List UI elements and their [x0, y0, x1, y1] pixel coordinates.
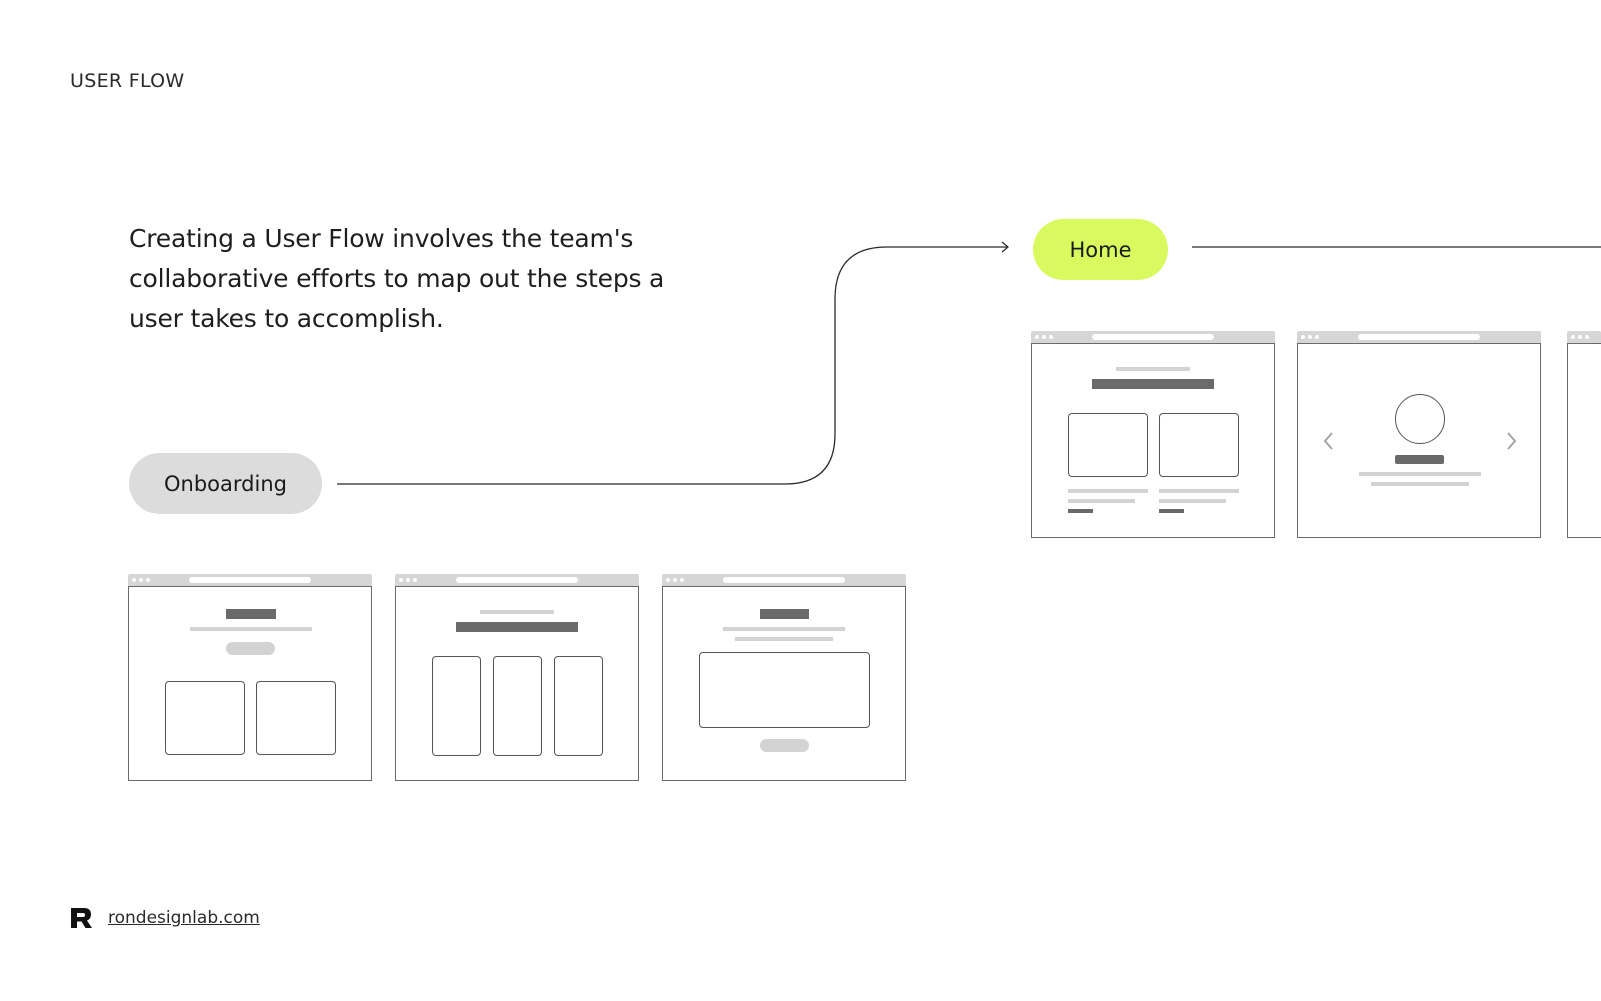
wireframe-home-1 [1031, 331, 1275, 538]
placeholder-text-line [1068, 509, 1093, 513]
address-bar [456, 577, 578, 583]
browser-chrome [128, 574, 372, 586]
placeholder-text-line [480, 610, 554, 614]
window-dot-icon [1049, 335, 1053, 339]
footer: rondesignlab.com [70, 907, 260, 929]
website-link[interactable]: rondesignlab.com [108, 908, 260, 928]
placeholder-heading [456, 622, 578, 632]
window-dot-icon [406, 578, 410, 582]
placeholder-text-line [190, 627, 312, 631]
placeholder-text-line [1159, 489, 1239, 493]
placeholder-text-line [1159, 499, 1226, 503]
placeholder-avatar [1395, 394, 1445, 444]
address-bar [1092, 334, 1214, 340]
placeholder-card [1159, 413, 1239, 477]
flow-step-home[interactable]: Home [1033, 219, 1168, 280]
placeholder-heading [1395, 455, 1444, 464]
window-dot-icon [673, 578, 677, 582]
window-dot-icon [1585, 335, 1589, 339]
placeholder-text-line [1371, 482, 1469, 486]
flow-step-label: Home [1069, 237, 1132, 262]
placeholder-text-line [1068, 489, 1148, 493]
window-dot-icon [399, 578, 403, 582]
placeholder-heading [226, 609, 276, 619]
placeholder-text-line [723, 627, 845, 631]
wireframe-body [395, 586, 639, 781]
window-dot-icon [1301, 335, 1305, 339]
placeholder-text-line [1359, 472, 1481, 476]
chevron-right-icon [1507, 432, 1517, 450]
placeholder-card [165, 681, 245, 755]
window-dot-icon [666, 578, 670, 582]
placeholder-media [699, 652, 870, 728]
wireframe-home-2 [1297, 331, 1541, 538]
wireframe-onboarding-3 [662, 574, 906, 781]
placeholder-heading [1092, 379, 1214, 389]
browser-chrome [395, 574, 639, 586]
placeholder-button [226, 642, 275, 655]
wireframe-onboarding-1 [128, 574, 372, 781]
placeholder-card [432, 656, 481, 756]
address-bar [1358, 334, 1480, 340]
flow-step-onboarding[interactable]: Onboarding [129, 453, 322, 514]
window-dot-icon [132, 578, 136, 582]
wireframe-body [1567, 343, 1601, 538]
placeholder-text-line [1116, 367, 1190, 371]
window-dot-icon [139, 578, 143, 582]
window-dot-icon [1308, 335, 1312, 339]
placeholder-button [760, 739, 809, 752]
placeholder-card [256, 681, 336, 755]
browser-chrome [1031, 331, 1275, 343]
browser-chrome [1297, 331, 1541, 343]
wireframe-body [662, 586, 906, 781]
window-dot-icon [1035, 335, 1039, 339]
placeholder-heading [760, 609, 809, 619]
window-dot-icon [680, 578, 684, 582]
flow-step-label: Onboarding [164, 471, 287, 496]
section-label: USER FLOW [70, 70, 185, 92]
placeholder-text-line [1068, 499, 1135, 503]
intro-text: Creating a User Flow involves the team's… [129, 224, 665, 333]
placeholder-text-line [1159, 509, 1184, 513]
window-dot-icon [146, 578, 150, 582]
browser-chrome [1567, 331, 1601, 343]
window-dot-icon [1315, 335, 1319, 339]
window-dot-icon [413, 578, 417, 582]
wireframe-home-3 [1567, 331, 1601, 538]
chevron-left-icon [1323, 432, 1333, 450]
wireframe-body [128, 586, 372, 781]
connector-arrowhead [1001, 241, 1010, 253]
wireframe-body [1297, 343, 1541, 538]
wireframe-onboarding-2 [395, 574, 639, 781]
address-bar [189, 577, 311, 583]
window-dot-icon [1042, 335, 1046, 339]
window-dot-icon [1571, 335, 1575, 339]
placeholder-card [493, 656, 542, 756]
wireframe-body [1031, 343, 1275, 538]
address-bar [723, 577, 845, 583]
placeholder-text-line [735, 637, 833, 641]
placeholder-card [554, 656, 603, 756]
browser-chrome [662, 574, 906, 586]
window-dot-icon [1578, 335, 1582, 339]
placeholder-card [1068, 413, 1148, 477]
brand-logo-icon [71, 908, 92, 928]
onboarding-to-home-connector [337, 246, 1007, 485]
